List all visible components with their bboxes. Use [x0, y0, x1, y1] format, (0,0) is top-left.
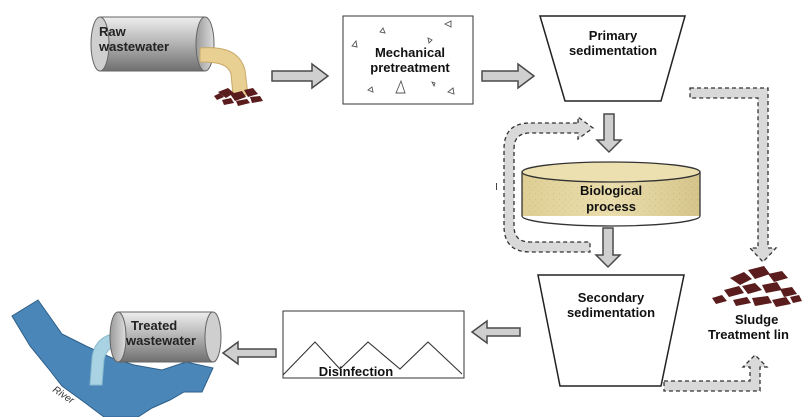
- river: [11, 299, 214, 417]
- sludge-flow-arrow-primary: [689, 87, 778, 263]
- flow-arrow: [470, 319, 521, 345]
- treated-label-line2: wastewater: [125, 333, 196, 348]
- sludge-label-line1: Sludge: [735, 312, 778, 327]
- raw-wastewater-label-line1: Raw: [99, 24, 127, 39]
- treated-wastewater-pipe: [109, 311, 222, 363]
- raw-wastewater-stream: [199, 47, 249, 96]
- biological-process-tank: [521, 161, 701, 227]
- flow-arrow: [271, 62, 330, 90]
- flow-arrow: [481, 62, 536, 90]
- sludge-pile: [712, 266, 802, 307]
- mechanical-label-line2: pretreatment: [370, 60, 450, 75]
- disinfection-label: Disinfection: [319, 364, 393, 379]
- secondary-sedimentation-tank: [537, 274, 685, 387]
- sludge-label-line2: Treatment lin: [708, 327, 789, 342]
- raw-wastewater-label-line2: wastewater: [98, 39, 169, 54]
- primary-label-line1: Primary: [589, 28, 638, 43]
- biological-label-line1: Biological: [580, 183, 642, 198]
- disinfection-baffle-zigzag: [282, 341, 463, 376]
- raw-wastewater-pipe: [90, 16, 215, 72]
- raw-sludge-pile: [214, 88, 263, 106]
- primary-label-line2: sedimentation: [569, 43, 657, 58]
- flow-arrow: [594, 227, 622, 269]
- edge-tick: [496, 183, 497, 190]
- treated-label-line1: Treated: [131, 318, 177, 333]
- biological-label-line2: process: [586, 199, 636, 214]
- flow-arrow: [221, 340, 277, 366]
- secondary-label-line1: Secondary: [578, 290, 645, 305]
- secondary-label-line2: sedimentation: [567, 305, 655, 320]
- screen-particle-icons: [351, 20, 455, 95]
- sludge-flow-arrow-secondary: [663, 354, 769, 392]
- mechanical-label-line1: Mechanical: [375, 45, 445, 60]
- recirculation-loop-arrow: [503, 115, 595, 253]
- flow-arrow: [595, 113, 623, 154]
- primary-sedimentation-tank: [538, 15, 686, 102]
